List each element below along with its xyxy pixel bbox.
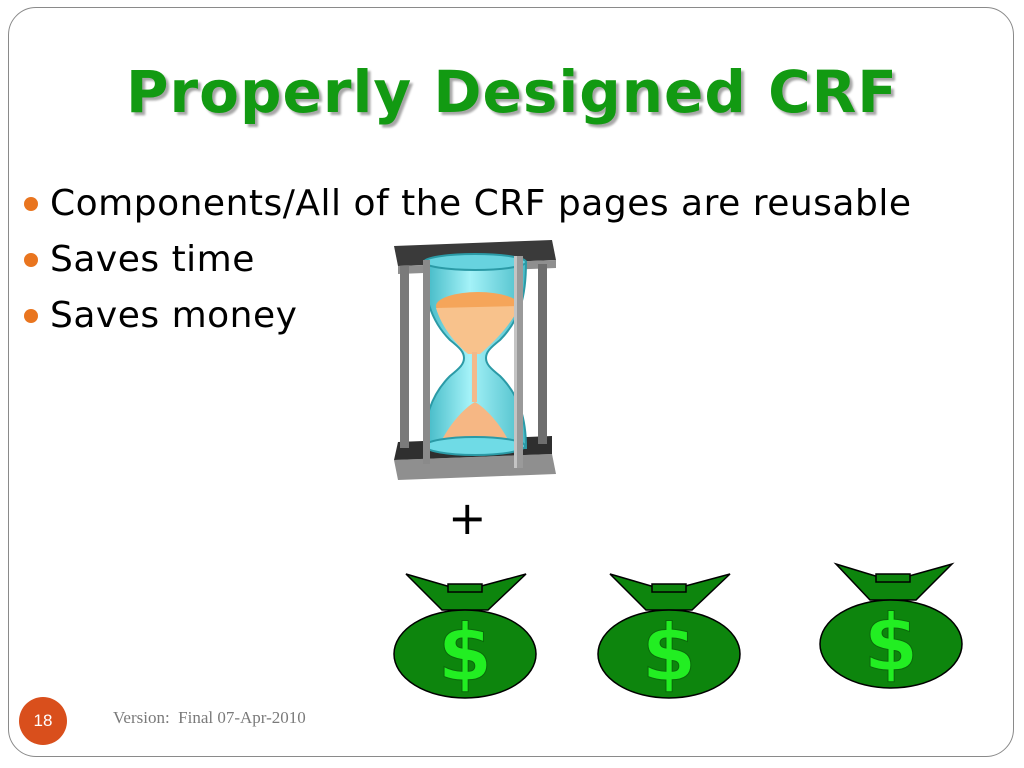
bullet-dot-icon: [24, 253, 38, 267]
dollar-sign: $: [864, 599, 918, 689]
bullet-dot-icon: [24, 197, 38, 211]
plus-sign: +: [448, 491, 487, 545]
bullet-item: Components/All of the CRF pages are reus…: [22, 176, 912, 232]
dollar-sign: $: [438, 609, 492, 699]
money-bag-icon: $: [819, 562, 963, 690]
footer-version: Version: Final 07-Apr-2010: [113, 708, 306, 727]
slide-number-badge: 18: [19, 697, 67, 745]
bullet-text: Components/All of the CRF pages are reus…: [50, 183, 912, 224]
bullet-text: Saves money: [50, 295, 298, 336]
bullet-dot-icon: [24, 309, 38, 323]
money-bag-icon: $: [597, 573, 741, 700]
money-bag-icon: $: [393, 573, 537, 700]
slide-number: 18: [33, 711, 53, 730]
bullet-item: Saves time: [22, 232, 912, 288]
slide-title: Properly Designed CRF: [126, 58, 898, 126]
bullet-list: Components/All of the CRF pages are reus…: [22, 176, 912, 344]
dollar-sign: $: [642, 609, 696, 699]
bullet-text: Saves time: [50, 239, 255, 280]
bullet-item: Saves money: [22, 288, 912, 344]
hourglass-icon: [394, 240, 556, 480]
